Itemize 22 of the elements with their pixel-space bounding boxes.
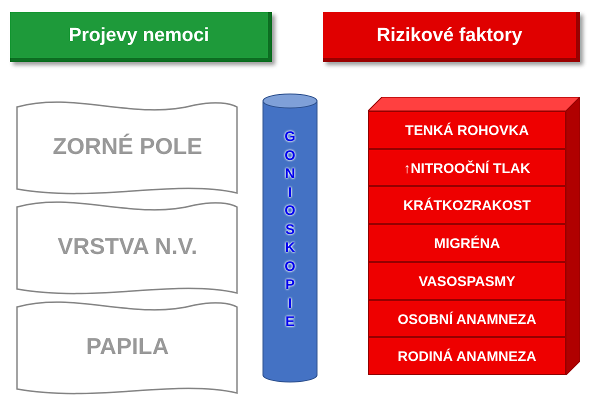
header-title: Rizikové faktory [376, 25, 524, 47]
block-label: RODINÁ ANAMNEZA [396, 348, 538, 364]
vertical-label: GONIOSKOPIE [284, 127, 296, 330]
stack-block [368, 300, 566, 338]
banner-text: ZORNÉ POLE [52, 133, 204, 160]
stack-block [368, 337, 566, 375]
header-bar [10, 12, 272, 62]
header-title: Projevy nemoci [68, 25, 210, 47]
stack-block [368, 111, 566, 149]
block-label: ↑NITROOČNÍ TLAK [402, 160, 532, 176]
header-bar [323, 12, 580, 62]
banner-text: PAPILA [85, 333, 170, 360]
stack-block [368, 224, 566, 262]
block-label: KRÁTKOZRAKOST [402, 197, 532, 214]
stack-block [368, 148, 566, 186]
block-label: VASOSPASMY [418, 272, 516, 289]
banner-text: VRSTVA N.V. [56, 233, 198, 260]
block-label: TENKÁ ROHOVKA [404, 122, 530, 138]
block-label: MIGRÉNA [432, 235, 502, 252]
stack-block [368, 186, 566, 224]
stack-block [368, 262, 566, 300]
block-label: OSOBNÍ ANAMNEZA [396, 310, 538, 327]
